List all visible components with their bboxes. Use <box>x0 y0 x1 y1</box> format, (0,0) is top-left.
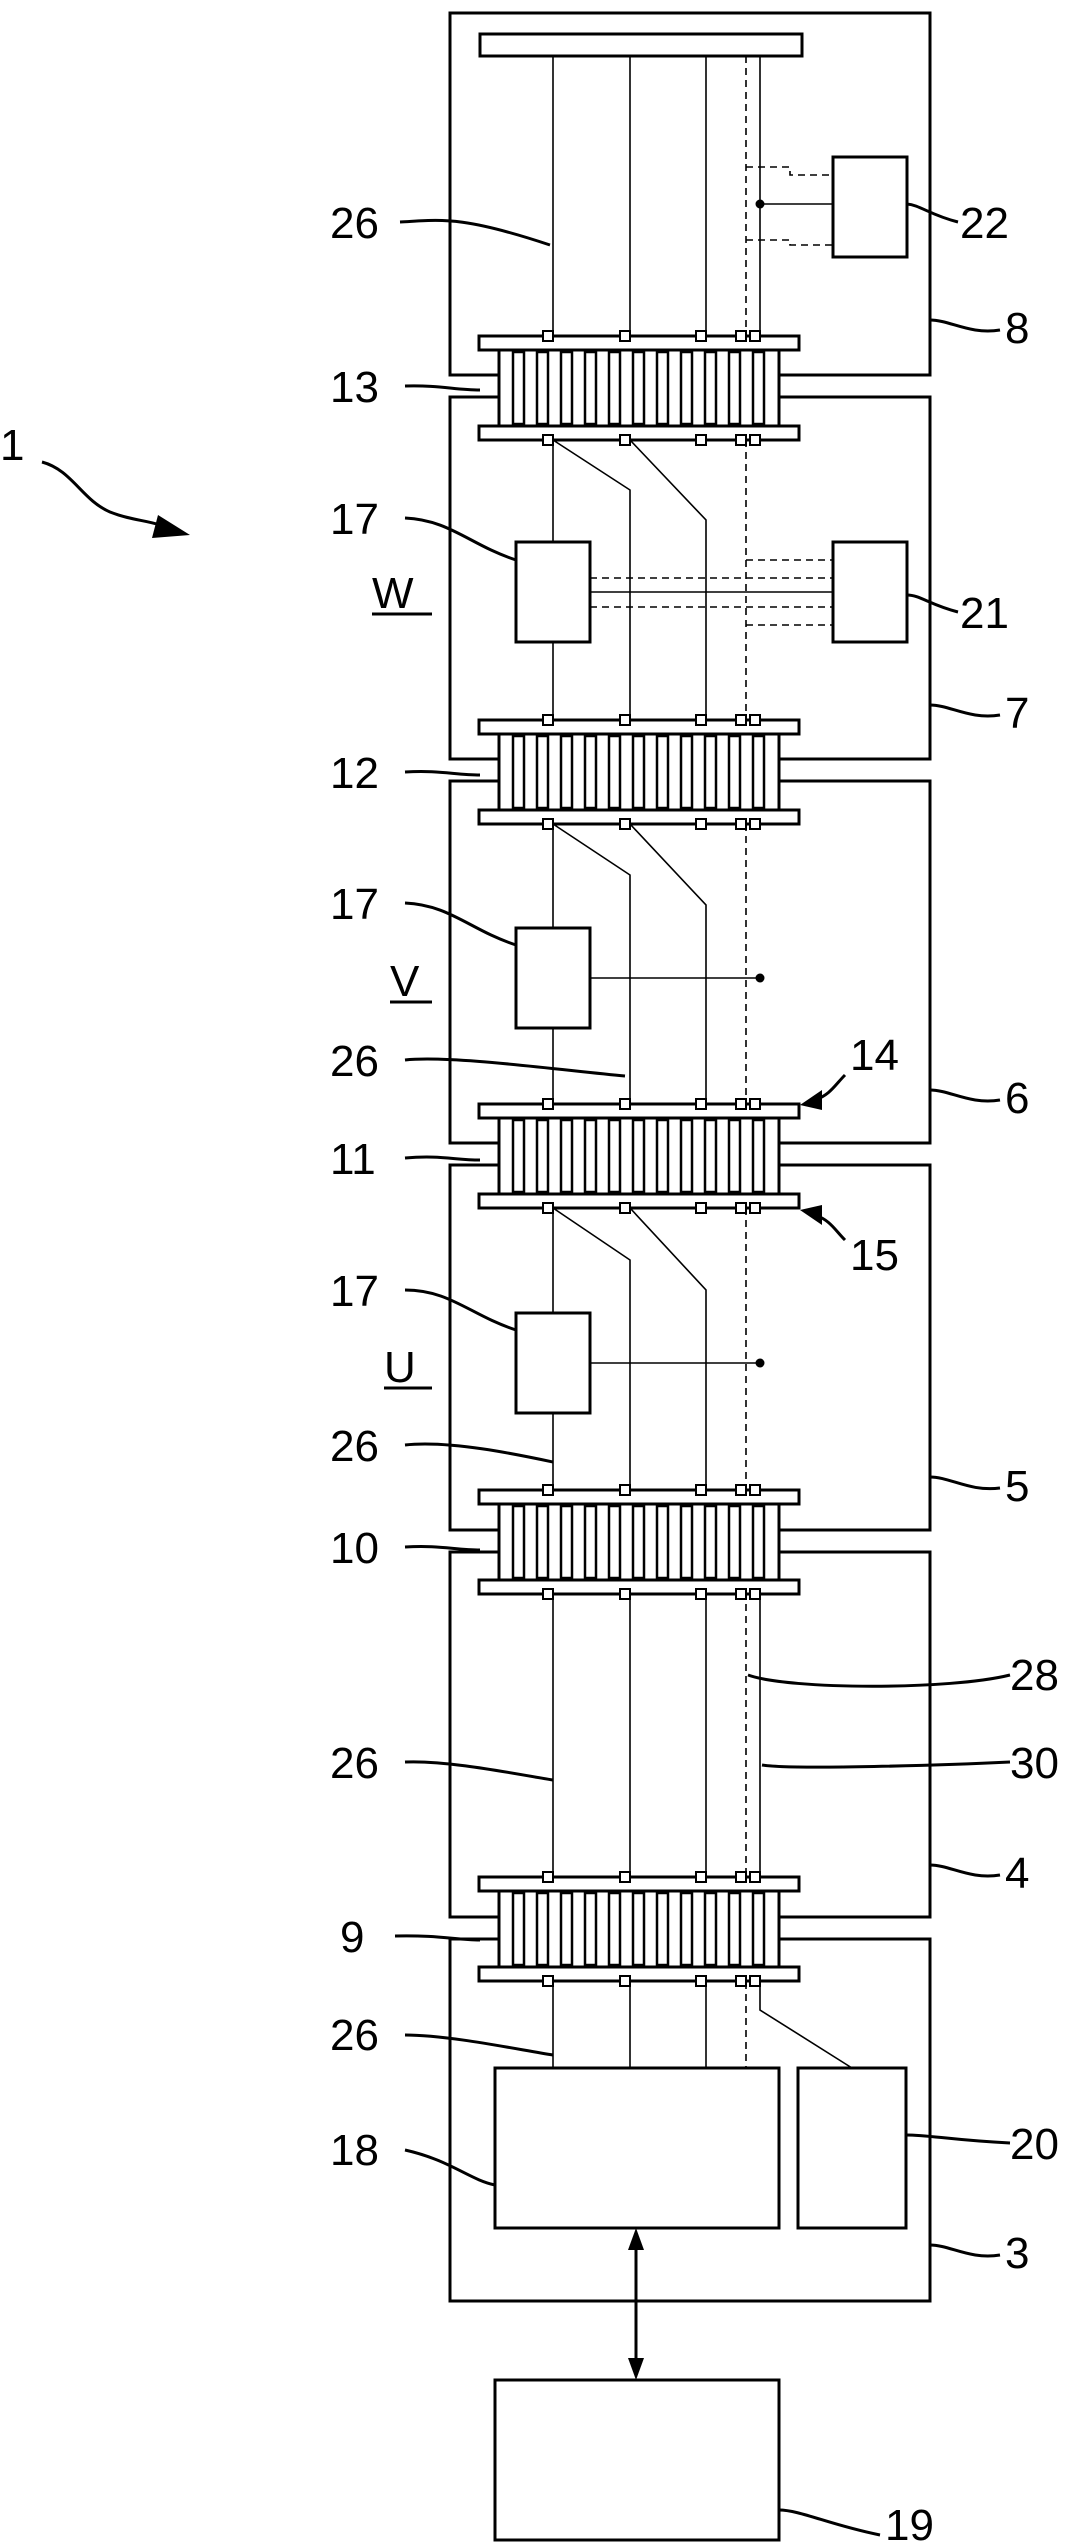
box-18 <box>493 2066 781 2230</box>
label-6: 6 <box>1005 1074 1029 1123</box>
label-v: V <box>390 957 420 1006</box>
conductors-26 <box>552 56 853 2069</box>
label-15: 15 <box>850 1231 899 1280</box>
connector-9 <box>477 1870 801 1988</box>
double-arrow <box>628 2228 644 2380</box>
label-19: 19 <box>885 2501 934 2544</box>
label-9: 9 <box>340 1913 364 1962</box>
module-5 <box>448 1163 932 1532</box>
label-10: 10 <box>330 1524 379 1573</box>
module-4 <box>448 1550 932 1919</box>
box-20 <box>796 2066 908 2230</box>
connector-11 <box>477 1097 801 1215</box>
label-18: 18 <box>330 2126 379 2175</box>
box-17-w <box>514 540 592 644</box>
connector-10 <box>477 1483 801 1601</box>
box-17-u <box>514 1311 592 1415</box>
box-21 <box>831 540 909 644</box>
arrow-1 <box>41 460 190 538</box>
reference-labels: 1 26 22 8 13 17 W 21 7 12 17 V 26 14 6 1… <box>0 199 1059 2544</box>
label-30: 30 <box>1010 1739 1059 1788</box>
connector-12 <box>477 713 801 831</box>
label-26-c: 26 <box>330 1422 379 1471</box>
module-3 <box>448 1937 932 2303</box>
label-14: 14 <box>850 1031 899 1080</box>
box-22 <box>831 155 909 259</box>
label-13: 13 <box>330 363 379 412</box>
label-u: U <box>384 1343 416 1392</box>
label-7: 7 <box>1005 689 1029 738</box>
label-20: 20 <box>1010 2120 1059 2169</box>
label-26-b: 26 <box>330 1037 379 1086</box>
label-17-c: 17 <box>330 1267 379 1316</box>
top-bar <box>478 32 804 58</box>
label-8: 8 <box>1005 304 1029 353</box>
connector-13 <box>477 329 801 447</box>
box-19 <box>493 2378 781 2542</box>
label-21: 21 <box>960 589 1009 638</box>
label-26-a: 26 <box>330 199 379 248</box>
leader-lines <box>394 202 1011 2537</box>
module-6 <box>448 779 932 1145</box>
label-5: 5 <box>1005 1462 1029 1511</box>
label-11: 11 <box>330 1135 376 1184</box>
label-28: 28 <box>1010 1651 1059 1700</box>
label-1: 1 <box>0 421 24 470</box>
arrow-15 <box>800 1205 847 1242</box>
label-12: 12 <box>330 749 379 798</box>
label-26-d: 26 <box>330 1739 379 1788</box>
label-22: 22 <box>960 199 1009 248</box>
box-17-v <box>514 926 592 1030</box>
label-w: W <box>372 569 414 618</box>
label-17-b: 17 <box>330 880 379 929</box>
label-3: 3 <box>1005 2229 1029 2278</box>
label-4: 4 <box>1005 1849 1029 1898</box>
label-17-a: 17 <box>330 495 379 544</box>
phase-underlines <box>372 612 432 1390</box>
label-26-e: 26 <box>330 2011 379 2060</box>
arrow-14 <box>800 1073 847 1110</box>
module-8 <box>448 11 932 377</box>
